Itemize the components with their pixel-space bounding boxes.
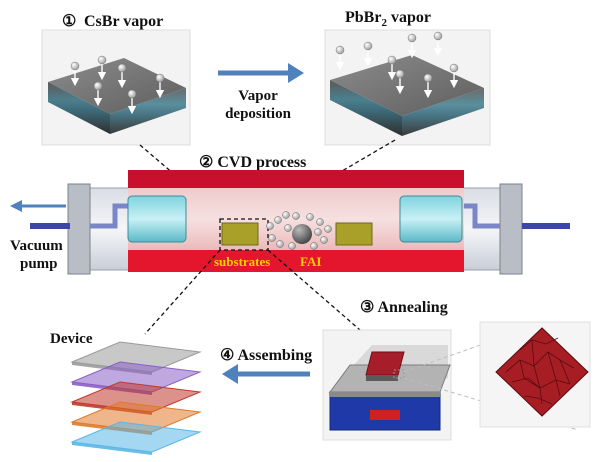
fai-particle [288,242,296,250]
csbr-substrate-left [48,82,110,134]
csbr-particle [127,89,137,99]
heater-bottom [128,250,464,272]
grain-boundary [519,359,543,405]
fai-particle [284,224,292,232]
fai-particle [306,213,314,221]
right-pipe [522,223,570,229]
vacuum-arrow [10,200,66,212]
device-stack [70,341,202,455]
step1-title: CsBr vapor [84,13,163,30]
fai-particle [314,228,322,236]
fai-particle [320,236,328,244]
csbr-panel [41,29,191,146]
vapor-deposition-arrow [218,63,304,83]
fai-particle [324,225,332,233]
film-on-hotplate [365,351,405,376]
grain-boundary [533,365,541,389]
fai-particle [282,211,290,219]
pbbr2-panel [324,29,491,146]
fai-particle [268,234,276,242]
grain-boundary [559,359,571,385]
vacuum-label-line1: Vacuum [10,238,63,254]
csbr-particle [155,73,165,83]
substrate-block [221,222,259,246]
device-layer [70,421,202,453]
vapor-deposition-line2: deposition [225,106,292,122]
vacuum-label-line2: pump [20,256,58,272]
right-end-cap [499,183,523,275]
grain-boundary [523,395,553,405]
csbr-particle [93,81,103,91]
fai-particle [292,212,300,220]
substrate-highlight [219,218,269,251]
csbr-vapor-particles [70,55,165,115]
vacuum-arrow-head [10,200,22,212]
fai-central-particle [292,224,312,244]
zoom-line-annealing [267,249,361,331]
pbbr2-particle [407,33,417,43]
pbbr2-particle [433,31,443,41]
vapor-deposition-line1: Vapor [238,88,278,104]
pbbr2-substrate-right [402,88,484,136]
pbbr2-particle [395,69,405,79]
grain-film [495,327,589,417]
fai-particle [266,222,274,230]
assembling-arrow-head [222,364,238,384]
csbr-substrate-top [48,58,186,114]
device-layer-edge [72,442,152,455]
film-zoom-line-bottom [403,377,579,431]
film-substrate-edge [366,375,398,381]
csbr-particle [97,55,107,65]
fai-vapor-particles [266,211,332,250]
csbr-particle [117,63,127,73]
right-inner-pipe [462,203,500,229]
fai-label: FAI [300,254,321,269]
fai-particle [274,216,282,224]
cvd-furnace [30,170,570,275]
step4-title: ④ Assembing [220,347,312,364]
right-cylinder [399,195,463,243]
step2-title: ② CVD process [199,154,306,171]
film-zoom-box [393,369,405,379]
pbbr2-particle [363,41,373,51]
heater-top [128,170,464,188]
left-inner-pipe [90,203,128,229]
left-cylinder [127,195,187,243]
grain-boundary [531,339,535,367]
substrates-label: substrates [214,254,270,269]
step1-number: ① [62,13,76,30]
step1b-title: PbBr2 vapor [345,9,431,29]
film-grain-zoom [479,321,591,428]
fai-particle [310,242,318,250]
pbbr2-vapor-particles [335,31,459,99]
hotplate-knob [370,410,400,420]
grain-boundary [505,351,575,373]
pbbr2-particle [335,45,345,55]
zoom-line-device [144,249,221,335]
csbr-substrate-right [110,88,186,134]
annealing-hotplate [322,329,452,441]
pbbr2-substrate-left [330,80,402,136]
grain-boundary [519,337,559,351]
pbbr2-particle [387,55,397,65]
pbbr2-particle [449,63,459,73]
grain-boundary [547,351,561,397]
device-label: Device [50,331,93,347]
step3-title: ③ Annealing [360,299,448,316]
grain-boundaries [505,337,575,405]
pbbr2-substrate-top [330,55,484,116]
left-end-cap [67,183,91,275]
fai-source-block [335,222,373,246]
assembling-arrow [222,364,310,384]
pbbr2-particle [423,73,433,83]
vapor-arrow-head [288,63,304,83]
fai-particle [276,240,284,248]
csbr-particle [70,61,80,71]
left-pipe [30,223,70,229]
hotplate-top-edge [330,392,440,397]
fai-particle [316,218,324,226]
